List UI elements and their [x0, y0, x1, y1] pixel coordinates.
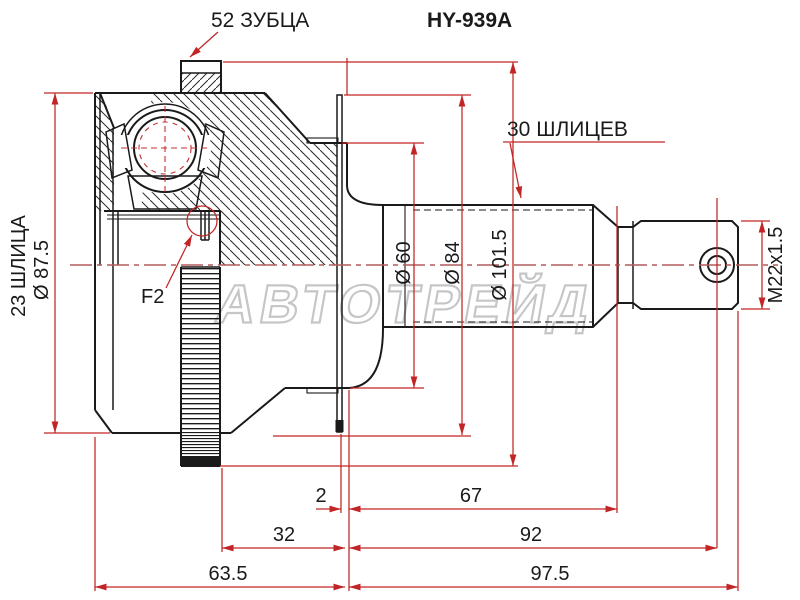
- dim-shaft-section: 92: [520, 524, 542, 546]
- boot-seat-diameter-label: Ø 60: [393, 241, 415, 284]
- dimension-lines: [44, 31, 770, 591]
- dim-housing-length: 63.5: [209, 563, 248, 585]
- drawing-labels: 52 ЗУБЦА HY-939A 30 ШЛИЦЕВ F2 23 ШЛИЦА Ø…: [8, 9, 787, 585]
- inner-splines-label: 23 ШЛИЦА: [8, 214, 30, 316]
- outer-splines-callout: 30 ШЛИЦЕВ: [507, 118, 628, 141]
- dust-shield-fill: [337, 95, 342, 432]
- housing-diameter-label: Ø 87.5: [31, 240, 53, 300]
- shaft-fill: [383, 205, 738, 327]
- grease-code-label: F2: [141, 286, 164, 308]
- thread-label: M22x1.5: [765, 227, 787, 304]
- part-number: HY-939A: [427, 9, 512, 32]
- bell-housing-outline: [94, 92, 384, 434]
- abs-teeth-callout: 52 ЗУБЦА: [211, 9, 309, 32]
- abs-ring-diameter-label: Ø 101.5: [489, 229, 511, 300]
- dim-ring-to-face: 32: [273, 524, 295, 546]
- bearing-ball-and-cage: [105, 103, 225, 210]
- output-shaft: [382, 204, 739, 328]
- dust-shield-diameter-label: Ø 84: [442, 241, 464, 284]
- dust-shield: [306, 94, 344, 433]
- abs-tone-ring: [180, 60, 222, 467]
- f2-detail-circle: [186, 205, 218, 237]
- dim-spline-section: 67: [460, 485, 482, 507]
- dim-shield-gap: 2: [315, 485, 326, 507]
- dim-shaft-length: 97.5: [531, 563, 570, 585]
